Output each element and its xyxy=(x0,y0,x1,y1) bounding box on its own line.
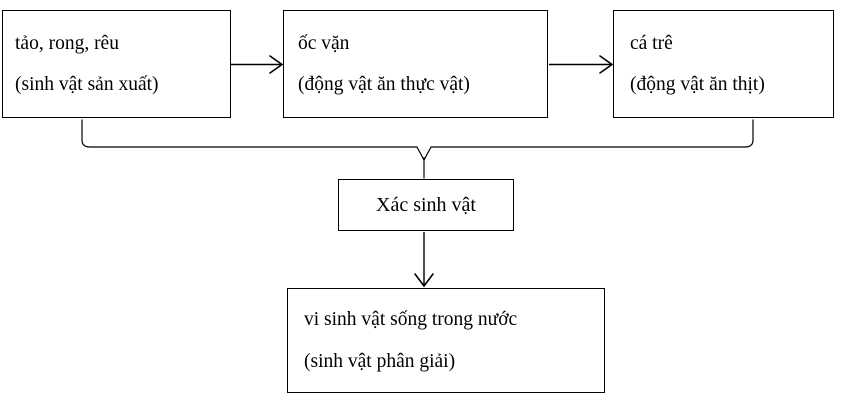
node-carnivore: cá trê (động vật ăn thịt) xyxy=(613,10,834,118)
node-herbivore-line1: ốc vặn xyxy=(298,32,350,54)
node-herbivore-line2: (động vật ăn thực vật) xyxy=(298,74,470,95)
node-decomposer: vi sinh vật sống trong nước (sinh vật ph… xyxy=(287,288,605,393)
node-herbivore: ốc vặn (động vật ăn thực vật) xyxy=(283,10,548,118)
node-carnivore-line2: (động vật ăn thịt) xyxy=(630,74,765,95)
arrow-herbivore-to-carnivore xyxy=(549,55,614,74)
node-producer-line1: tảo, rong, rêu xyxy=(15,32,119,54)
node-decomposer-line1: vi sinh vật sống trong nước xyxy=(304,309,518,330)
brace-all-to-detritus xyxy=(81,119,754,179)
node-producer-line2: (sinh vật sản xuất) xyxy=(15,74,159,95)
arrow-producer-to-herbivore xyxy=(231,55,284,74)
arrow-detritus-to-decomposer xyxy=(414,232,434,288)
node-detritus-line1: Xác sinh vật xyxy=(376,194,476,216)
node-carnivore-line1: cá trê xyxy=(630,32,673,54)
node-detritus: Xác sinh vật xyxy=(338,179,514,231)
node-decomposer-line2: (sinh vật phân giải) xyxy=(304,350,456,372)
node-producer: tảo, rong, rêu (sinh vật sản xuất) xyxy=(2,10,231,118)
